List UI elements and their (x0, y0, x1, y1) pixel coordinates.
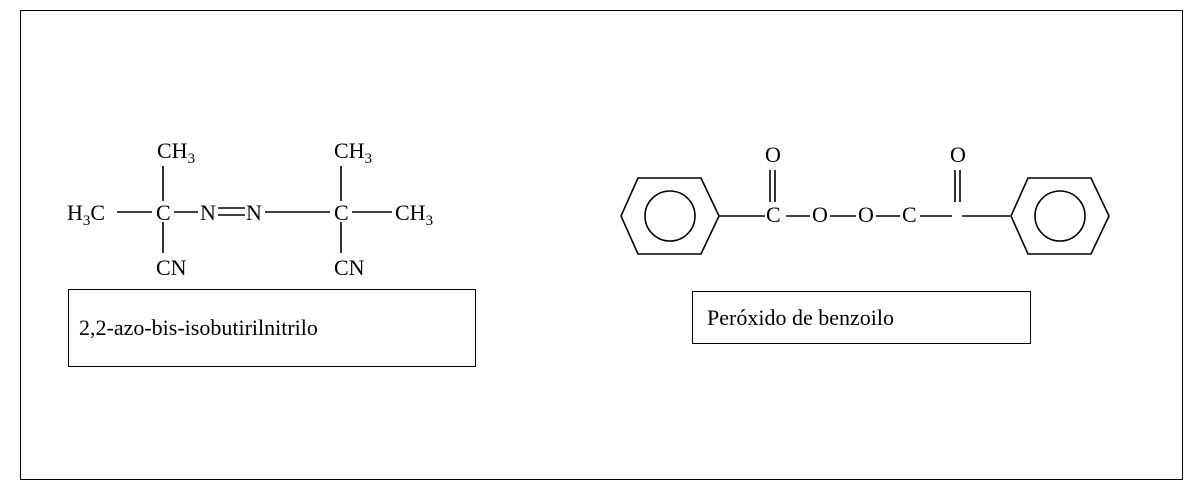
atom-ch3-top-right: CH3 (334, 138, 372, 167)
bpo-name-label: Peróxido de benzoilo (692, 291, 1031, 344)
benzene-ring-left (620, 177, 720, 255)
atom-n-right: N (246, 200, 262, 225)
atom-ch3-right: CH3 (395, 200, 433, 229)
aromatic-circle-left (644, 190, 696, 242)
bpo-name-text: Peróxido de benzoilo (707, 304, 894, 330)
atom-n-left: N (200, 200, 216, 225)
atom-ch3-top-left: CH3 (157, 138, 195, 167)
atom-o-carbonyl-left: O (765, 142, 781, 167)
azo-name-text: 2,2-azo-bis-isobutirilnitrilo (79, 315, 318, 340)
atom-c-left: C (156, 200, 171, 225)
benzene-ring-right (1010, 177, 1110, 255)
atom-h3c-left: H3C (67, 200, 105, 229)
atom-o-peroxide-right: O (858, 202, 874, 227)
atom-c-carbonyl-right: C (902, 202, 917, 227)
atom-o-peroxide-left: O (812, 202, 828, 227)
atom-cn-left: CN (156, 255, 187, 280)
atom-c-carbonyl-left: C (766, 202, 781, 227)
atom-c-right: C (334, 200, 349, 225)
atom-o-carbonyl-right: O (950, 142, 966, 167)
atom-cn-right: CN (334, 255, 365, 280)
aromatic-circle-right (1034, 190, 1086, 242)
azo-name-label: 2,2-azo-bis-isobutirilnitrilo (68, 289, 476, 367)
